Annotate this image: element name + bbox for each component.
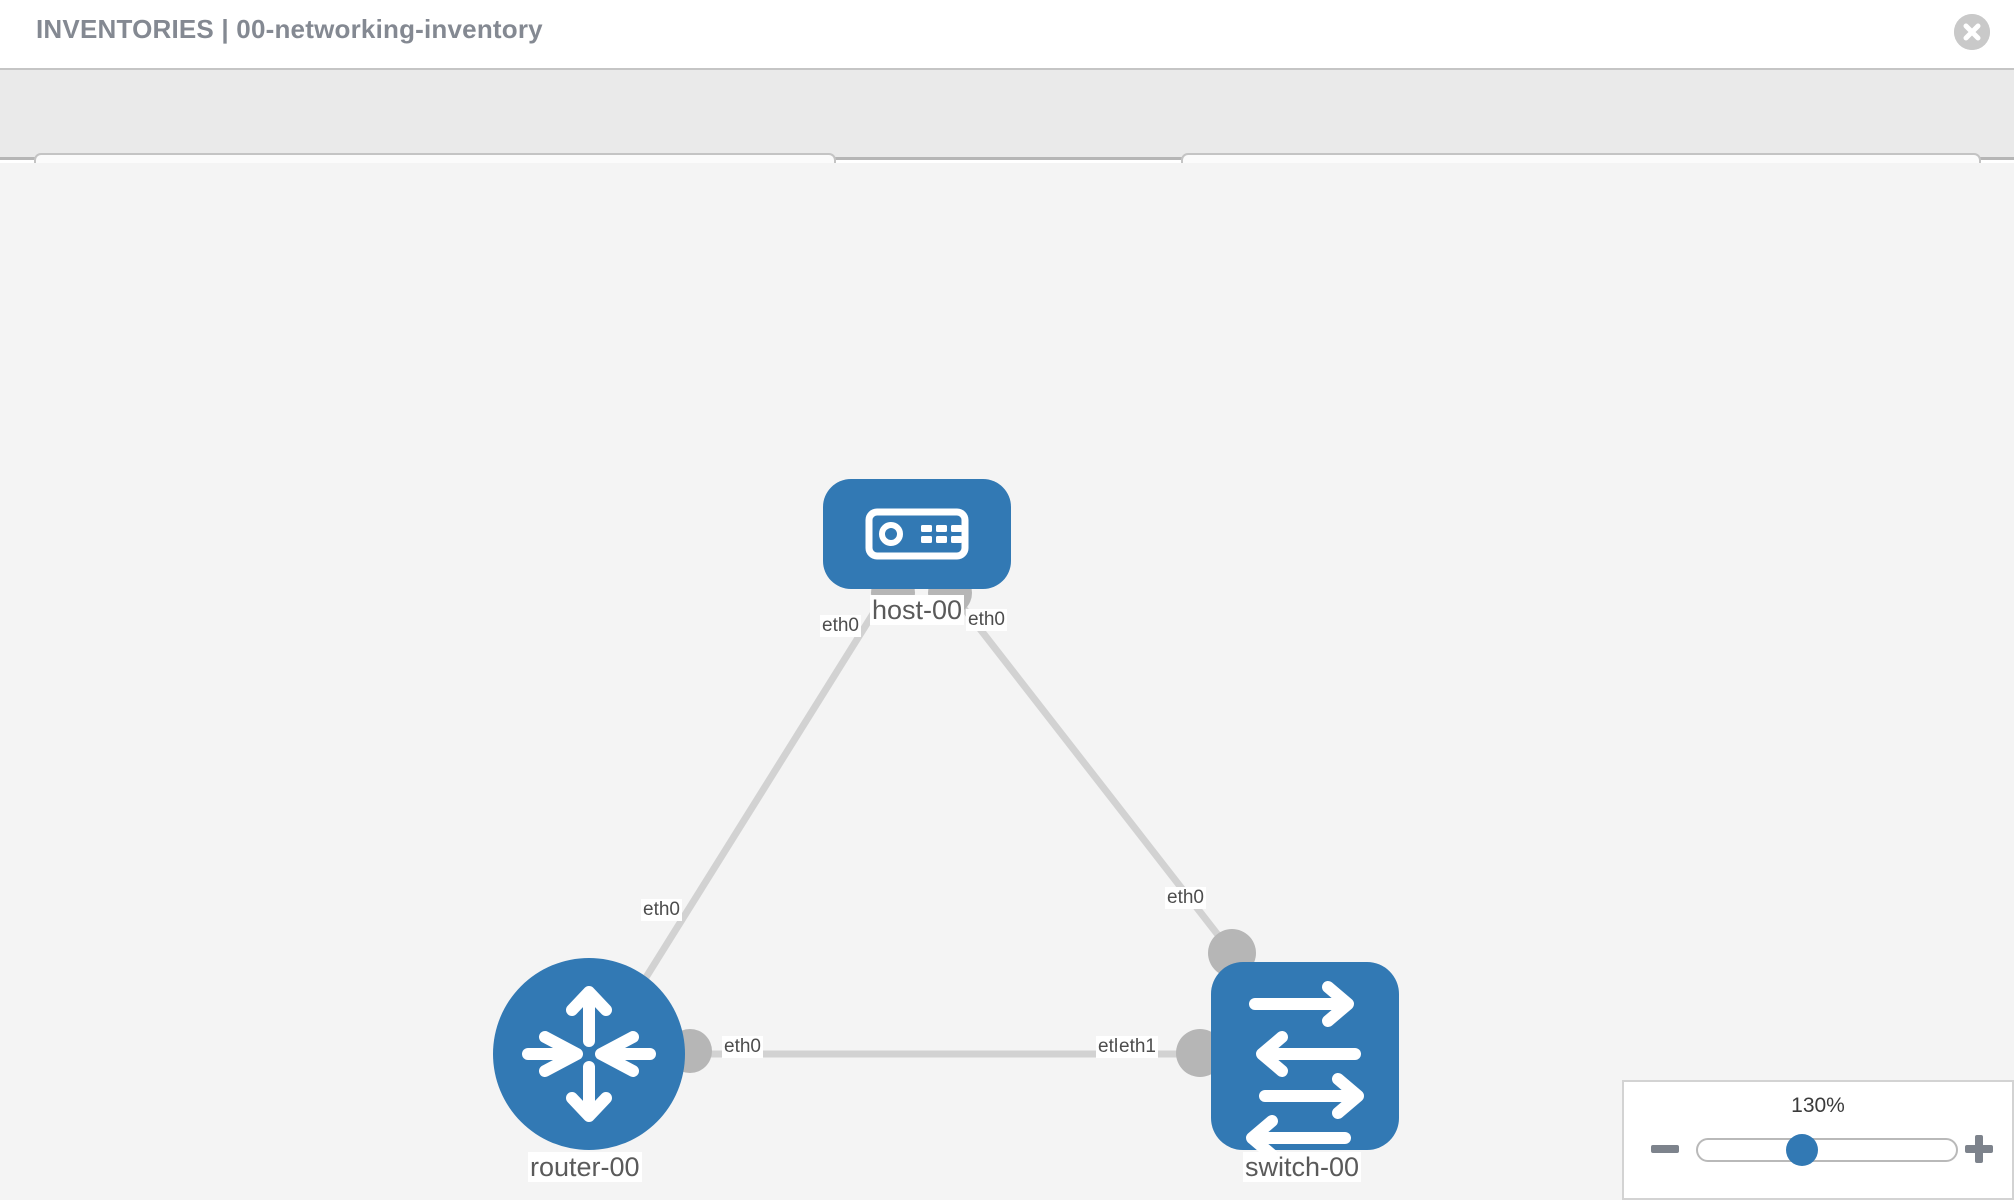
interface-label-host-right: eth0 (966, 609, 1007, 631)
zoom-control-panel: 130% (1622, 1080, 2014, 1200)
node-label-router-00: router-00 (528, 1152, 642, 1183)
page-title: INVENTORIES | 00-networking-inventory (36, 14, 543, 44)
minus-icon[interactable] (1648, 1132, 1682, 1166)
node-router-00[interactable] (493, 958, 685, 1150)
close-icon[interactable] (1954, 14, 1990, 50)
topology-graph[interactable] (0, 163, 2014, 1200)
interface-label-host-left: eth0 (820, 615, 861, 637)
interface-label-switch-uplink: eth0 (1165, 887, 1206, 909)
link-host-router (622, 591, 889, 1013)
interface-label-switch-left: eth1 (1117, 1036, 1158, 1058)
node-label-host-00: host-00 (870, 595, 965, 626)
interface-label-router-uplink: eth0 (641, 899, 682, 921)
node-host-00[interactable] (823, 479, 1011, 589)
node-switch-00[interactable] (1211, 962, 1399, 1161)
topology-canvas[interactable]: host-00 router-00 switch-00 eth0 eth0 et… (0, 163, 2014, 1200)
plus-icon[interactable] (1962, 1132, 1996, 1166)
toolbar: ACTIONS SEARCH (0, 68, 2014, 215)
node-label-switch-00: switch-00 (1243, 1152, 1362, 1183)
topology-ports (668, 571, 1256, 1077)
page-header: INVENTORIES | 00-networking-inventory (0, 0, 2014, 68)
zoom-slider-track[interactable] (1696, 1138, 1958, 1162)
topology-links (622, 590, 1235, 1058)
zoom-level-value: 130% (1791, 1094, 1845, 1117)
interface-label-router-right: eth0 (722, 1036, 763, 1058)
zoom-slider-thumb[interactable] (1786, 1134, 1818, 1166)
